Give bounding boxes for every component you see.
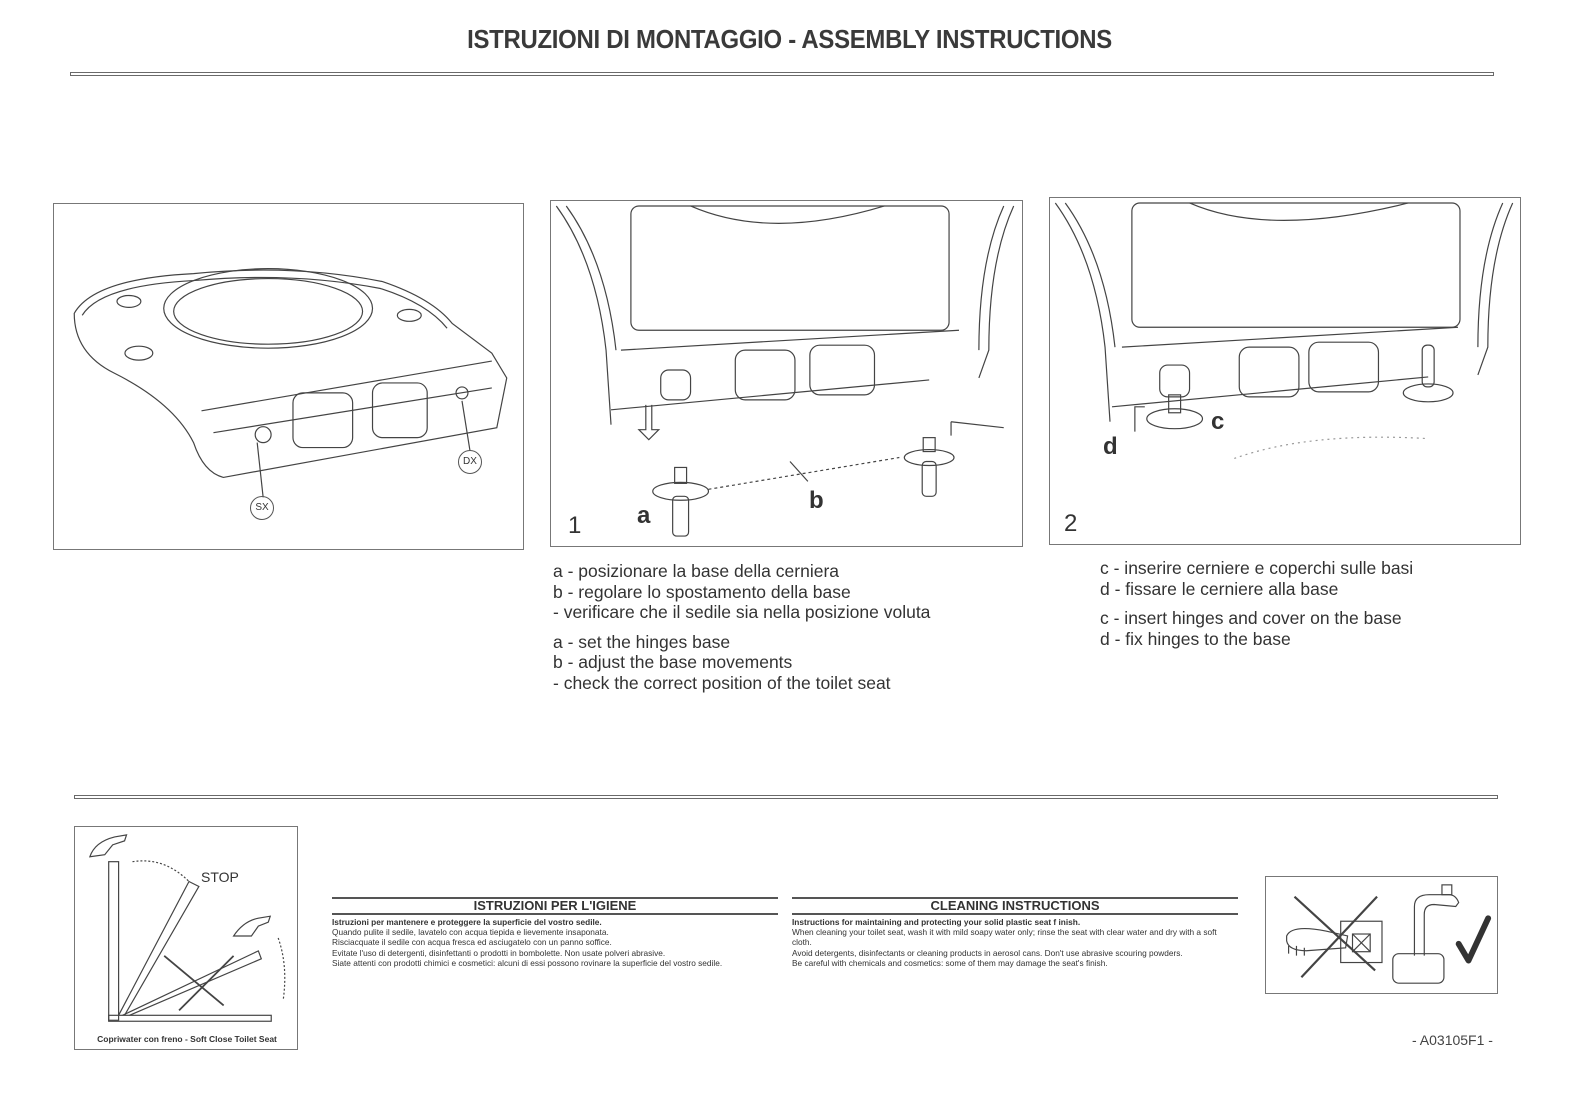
cleaning-pictogram — [1265, 876, 1498, 994]
soft-close-drawing — [89, 834, 286, 1022]
step1-figure: 1 a b — [550, 200, 1023, 547]
cleaning-lead: Instructions for maintaining and protect… — [792, 917, 1081, 927]
stop-label: STOP — [201, 869, 239, 885]
step2-it-line-c: c - inserire cerniere e coperchi sulle b… — [1100, 558, 1414, 578]
hygiene-section: ISTRUZIONI PER L'IGIENE Istruzioni per m… — [332, 897, 778, 968]
step2-instructions: c - inserire cerniere e coperchi sulle b… — [1100, 558, 1413, 649]
overview-figure: SX DX — [53, 203, 524, 550]
page-title: ISTRUZIONI DI MONTAGGIO - ASSEMBLY INSTR… — [467, 24, 1112, 54]
label-d: d — [1103, 433, 1118, 460]
header-divider — [70, 72, 1494, 76]
label-c: c — [1211, 408, 1225, 435]
step1-drawing — [555, 205, 1015, 537]
step1-en-line-check: - check the correct position of the toil… — [553, 672, 891, 693]
prohibited-x-icon — [1293, 895, 1378, 979]
sponge-icon — [1392, 953, 1445, 984]
brush-icon — [1286, 927, 1349, 952]
step1-it-line-b: b - regolare lo spostamento della base — [553, 581, 851, 602]
hygiene-line: Quando pulite il sedile, lavatelo con ac… — [332, 927, 609, 938]
hygiene-line: Evitate l'uso di detergenti, disinfettan… — [332, 947, 666, 958]
cleaning-line: When cleaning your toilet seat, wash it … — [792, 927, 1217, 948]
cleaning-drawing — [1286, 884, 1492, 984]
step1-it-line-check: - verificare che il sedile sia nella pos… — [553, 602, 931, 622]
hygiene-lead: Istruzioni per mantenere e proteggere la… — [332, 917, 602, 927]
step2-en-line-d: d - fix hinges to the base — [1100, 628, 1291, 649]
cleaning-heading: CLEANING INSTRUCTIONS — [792, 897, 1238, 915]
seat-underside-drawing — [73, 268, 508, 498]
cleaning-section: CLEANING INSTRUCTIONS Instructions for m… — [792, 897, 1238, 968]
step2-en-line-c: c - insert hinges and cover on the base — [1100, 608, 1402, 628]
label-a: a — [637, 502, 651, 529]
step1-instructions: a - posizionare la base della cerniera b… — [553, 561, 930, 693]
soft-close-caption: Copriwater con freno - Soft Close Toilet… — [97, 1034, 277, 1044]
callout-dx: DX — [458, 450, 482, 474]
step1-en-line-a: a - set the hinges base — [553, 631, 731, 652]
chemical-bottle-icon — [1340, 920, 1383, 964]
faucet-icon — [1413, 894, 1460, 956]
step2-drawing — [1054, 202, 1514, 460]
soft-close-figure: STOP Copriwater con freno - Soft Close T… — [74, 826, 298, 1050]
callout-sx: SX — [250, 496, 274, 520]
hygiene-line: Siate attenti con prodotti chimici e cos… — [332, 957, 723, 968]
step1-en-line-b: b - adjust the base movements — [553, 652, 793, 672]
section-divider — [74, 795, 1498, 799]
step1-number-label: 1 — [568, 512, 582, 539]
document-id: - A03105F1 - — [1412, 1032, 1493, 1048]
hygiene-line: Risciacquate il sedile con acqua fresca … — [332, 937, 612, 948]
step2-figure: 2 c d — [1049, 197, 1521, 545]
cleaning-line: Be careful with chemicals and cosmetics:… — [792, 957, 1108, 968]
hygiene-heading: ISTRUZIONI PER L'IGIENE — [332, 897, 778, 915]
label-b: b — [809, 487, 824, 514]
checkmark-icon — [1455, 915, 1492, 964]
step2-number-label: 2 — [1064, 510, 1078, 537]
step2-it-line-d: d - fissare le cerniere alla base — [1100, 578, 1339, 599]
cleaning-line: Avoid detergents, disinfectants or clean… — [792, 947, 1183, 958]
step1-it-line-a: a - posizionare la base della cerniera — [553, 561, 839, 581]
